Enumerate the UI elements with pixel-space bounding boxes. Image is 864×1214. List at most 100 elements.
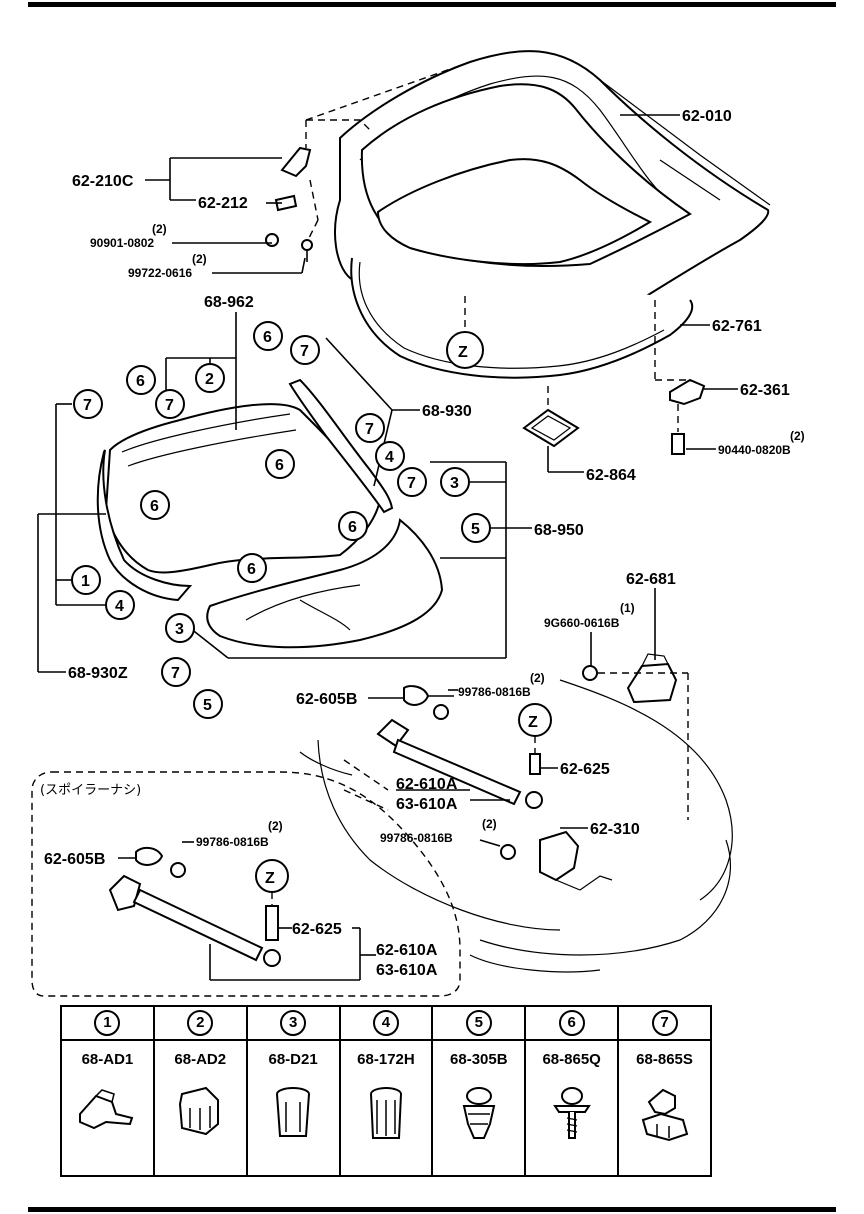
callout-4: 4: [385, 449, 394, 466]
label-68-930: 68-930: [422, 403, 472, 420]
car-body: [299, 679, 733, 973]
callout-6: 6: [136, 373, 145, 390]
legend-num-cell: 2: [152, 1005, 248, 1041]
legend-part-cell: 68-AD2: [152, 1039, 248, 1177]
legend-num-cell: 7: [617, 1005, 712, 1041]
callout-6: 6: [348, 519, 357, 536]
legend-num-cell: 5: [431, 1005, 527, 1041]
label-63-610a-a: 63-610A: [396, 796, 458, 813]
clip-ad1-icon: [79, 1089, 134, 1130]
label-62-310: 62-310: [590, 821, 640, 838]
callout-3: 3: [175, 621, 184, 638]
label-99722-0616: 99722-0616: [128, 266, 192, 280]
callout-3: 3: [450, 475, 459, 492]
label-62-625-a: 62-625: [560, 761, 610, 778]
legend-part-cell: 68-305B: [431, 1039, 527, 1177]
label-68-950: 68-950: [534, 522, 584, 539]
legend-part-cell: 68-172H: [338, 1039, 434, 1177]
legend-part-cell: 68-865S: [617, 1039, 712, 1177]
qty-90440: (2): [790, 429, 805, 443]
qty-99786-a: (2): [530, 671, 545, 685]
label-62-610a-a: 62-610A: [396, 776, 458, 793]
clip-305b-icon: [462, 1087, 496, 1139]
no-spoiler-note: (スポイラーナシ): [40, 783, 141, 798]
legend-num: 7: [651, 1010, 678, 1036]
legend-num: 3: [280, 1010, 307, 1036]
label-90901-0802: 90901-0802: [90, 236, 154, 250]
z-marker-text: Z: [458, 344, 468, 361]
trunk-lid-trim: [96, 378, 444, 649]
screw-865q-icon: [552, 1087, 591, 1139]
label-62-361: 62-361: [740, 382, 790, 399]
legend-num: 6: [558, 1010, 585, 1036]
z-marker-inset: Z: [265, 870, 275, 887]
callout-7: 7: [365, 421, 374, 438]
hinge-assembly: [265, 146, 313, 262]
label-62-610a-b: 62-610A: [376, 942, 438, 959]
legend-num: 1: [94, 1010, 121, 1036]
legend-num-cell: 3: [245, 1005, 341, 1041]
callout-circles: 7 6 7 2 6 7 7 6 4 7 3 6 6 5 6 1 4 3 7 5: [71, 321, 491, 719]
callout-7: 7: [171, 665, 180, 682]
label-62-010: 62-010: [682, 108, 732, 125]
callout-5: 5: [471, 521, 480, 538]
qty-9g660: (1): [620, 601, 635, 615]
legend-part-number: 68-AD2: [174, 1051, 227, 1068]
qty-99722: (2): [192, 252, 207, 266]
clip-865s-icon: [641, 1088, 688, 1142]
label-62-864: 62-864: [586, 467, 636, 484]
label-90440-0820b: 90440-0820B: [718, 443, 791, 457]
label-62-761: 62-761: [712, 318, 762, 335]
callout-6: 6: [150, 498, 159, 515]
qty-99786-c: (2): [268, 819, 283, 833]
bottom-rule: [28, 1207, 836, 1212]
z-marker-upper: Z: [528, 714, 538, 731]
callout-7: 7: [300, 343, 309, 360]
legend-part-number: 68-172H: [357, 1051, 415, 1068]
legend-part-number: 68-865Q: [542, 1051, 601, 1068]
legend-part-number: 68-305B: [450, 1051, 508, 1068]
callout-2: 2: [205, 371, 214, 388]
legend-num: 2: [187, 1010, 214, 1036]
legend-num-cell: 4: [338, 1005, 434, 1041]
label-62-681: 62-681: [626, 571, 676, 588]
label-62-212: 62-212: [198, 195, 248, 212]
label-9g660-0616b: 9G660-0616B: [544, 616, 620, 630]
legend-part-cell: 68-865Q: [524, 1039, 620, 1177]
label-62-605b-a: 62-605B: [296, 691, 357, 708]
legend-num: 5: [465, 1010, 492, 1036]
clip-d21-icon: [276, 1087, 311, 1137]
callout-7: 7: [83, 397, 92, 414]
legend-part-number: 68-D21: [268, 1051, 318, 1068]
label-99786-0816b-b: 99786-0816B: [380, 831, 453, 845]
callout-5: 5: [203, 697, 212, 714]
label-68-962: 68-962: [204, 294, 254, 311]
legend-part-number: 68-865S: [636, 1051, 693, 1068]
clip-legend-table: 1 2 3 4 5 6 7 68-AD1 68-AD2: [60, 1005, 712, 1177]
label-99786-0816b-a: 99786-0816B: [458, 685, 531, 699]
qty-99786-b: (2): [482, 817, 497, 831]
callout-6: 6: [263, 329, 272, 346]
legend-num-cell: 1: [60, 1005, 155, 1041]
clip-172h-icon: [369, 1087, 402, 1139]
label-99786-0816b-c: 99786-0816B: [196, 835, 269, 849]
legend-num-cell: 6: [524, 1005, 620, 1041]
callout-7: 7: [407, 475, 416, 492]
label-63-610a-b: 63-610A: [376, 962, 438, 979]
callout-1: 1: [81, 573, 90, 590]
legend-num: 4: [372, 1010, 399, 1036]
label-68-930z: 68-930Z: [68, 665, 128, 682]
callout-7: 7: [165, 397, 174, 414]
label-62-625-b: 62-625: [292, 921, 342, 938]
legend-part-cell: 68-AD1: [60, 1039, 155, 1177]
top-rule: [28, 2, 836, 7]
qty-90901: (2): [152, 222, 167, 236]
legend-part-number: 68-AD1: [81, 1051, 134, 1068]
callout-4: 4: [115, 598, 124, 615]
legend-part-cell: 68-D21: [245, 1039, 341, 1177]
callout-6: 6: [247, 561, 256, 578]
label-62-605b-b: 62-605B: [44, 851, 105, 868]
callout-6: 6: [275, 457, 284, 474]
